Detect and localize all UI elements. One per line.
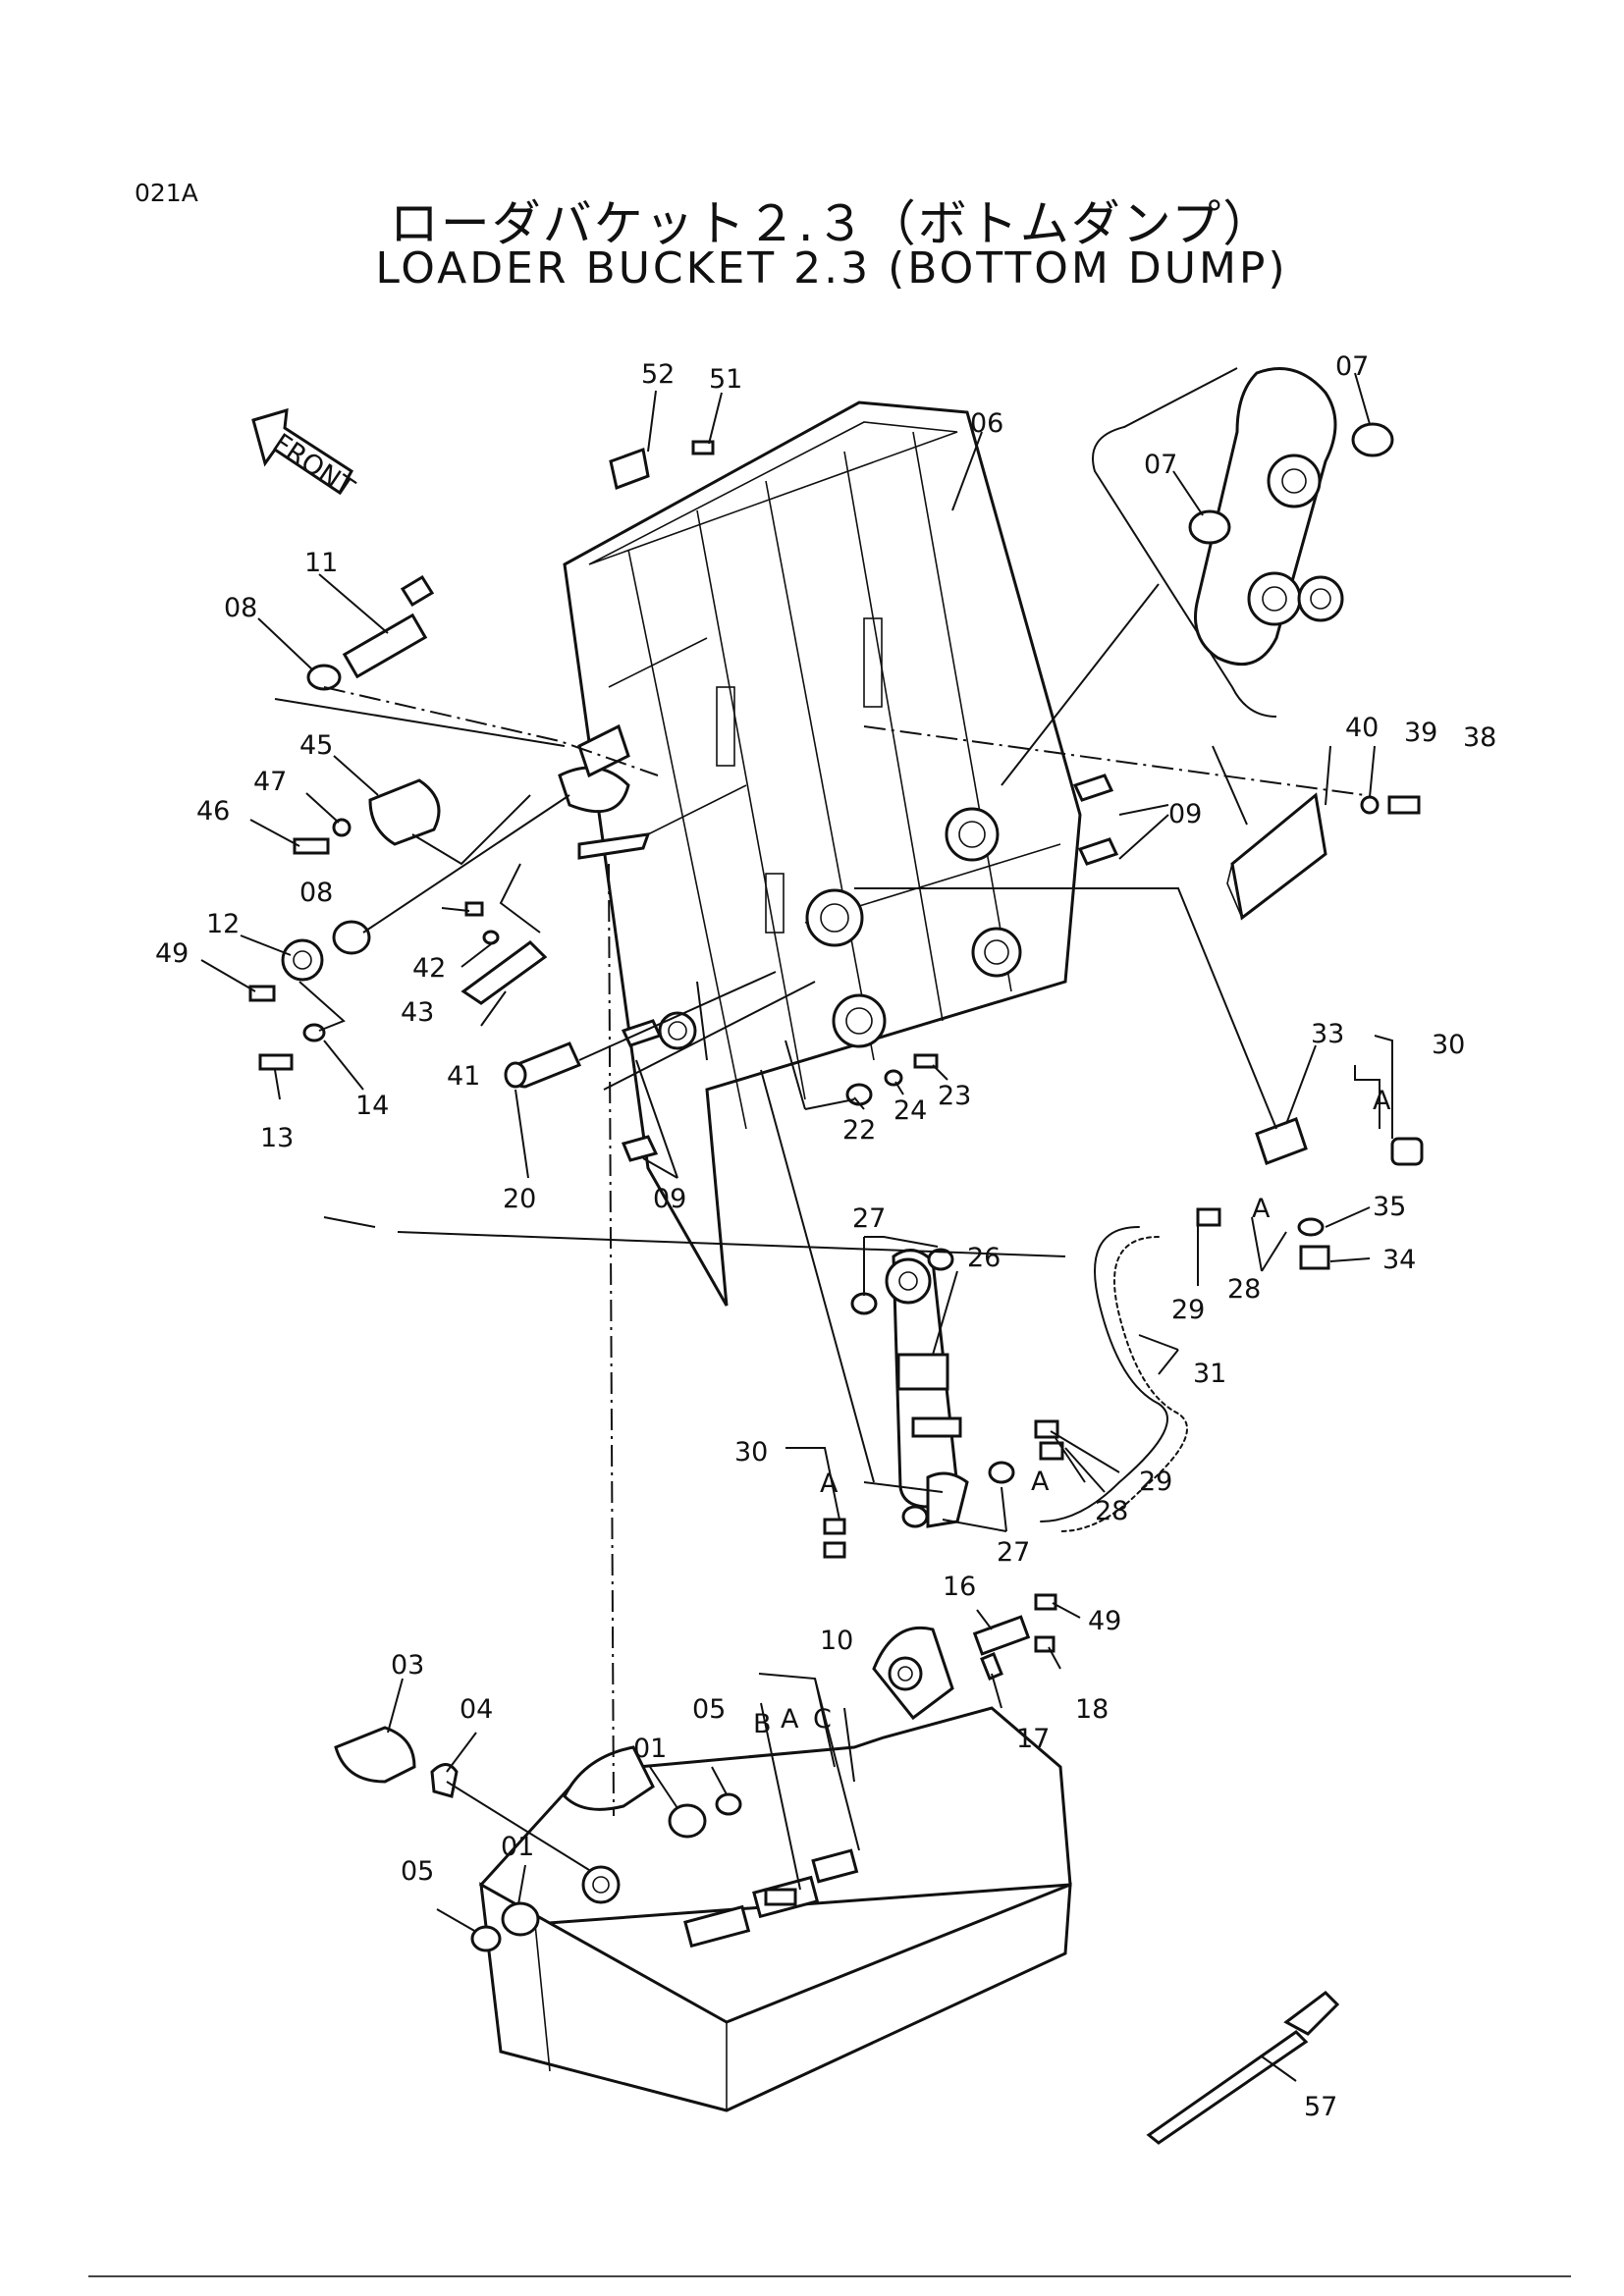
detail-inset [1001,367,1394,786]
callout-07a: 07 [1335,351,1369,382]
callout-27a: 27 [852,1203,886,1234]
callout-49b: 49 [1088,1606,1121,1636]
callout-29b: 29 [1139,1467,1172,1497]
callout-04: 04 [460,1694,493,1725]
callout-17: 17 [1016,1724,1050,1754]
callout-05a: 05 [692,1694,726,1725]
callout-08b: 08 [299,878,333,908]
callout-47: 47 [253,767,287,797]
title-japanese: ローダバケット２.３（ボトムダンプ） [389,195,1274,252]
title-english: LOADER BUCKET 2.3 (BOTTOM DUMP) [375,243,1288,294]
sub-A-2: A [1252,1194,1271,1224]
callout-24: 24 [893,1095,927,1126]
sub-A-4: A [820,1468,839,1499]
callout-57: 57 [1304,2092,1337,2122]
callout-30b: 30 [734,1437,768,1468]
bucket [334,1626,1072,2112]
callout-28b: 28 [1095,1496,1128,1526]
callout-11: 11 [304,548,338,578]
callout-09a: 09 [653,1184,686,1214]
callout-09b: 09 [1168,799,1202,829]
page-code: 021A [135,179,198,207]
callout-43: 43 [401,997,434,1028]
callout-01a: 01 [633,1734,667,1764]
sub-A-5: A [781,1704,799,1735]
callout-labels: 52 51 06 07 07 11 08 45 47 46 08 12 49 1… [155,351,1496,2122]
callout-39: 39 [1404,718,1437,748]
callout-26: 26 [967,1243,1001,1273]
callout-33: 33 [1311,1019,1344,1049]
callout-01b: 01 [501,1832,534,1862]
sub-B: B [753,1709,772,1739]
bottom-rule [88,2275,1571,2277]
callout-41: 41 [447,1061,480,1092]
callout-35: 35 [1373,1192,1406,1222]
callout-03: 03 [391,1650,424,1681]
callout-07b: 07 [1144,450,1177,480]
callout-28a: 28 [1227,1274,1261,1305]
sub-A-1: A [1373,1086,1391,1116]
callout-51: 51 [709,364,742,395]
callout-42: 42 [412,953,446,984]
callout-13: 13 [260,1123,294,1153]
sub-C: C [813,1704,832,1735]
callout-05b: 05 [401,1856,434,1887]
callout-18: 18 [1075,1694,1109,1725]
callout-40: 40 [1345,713,1379,743]
callout-49a: 49 [155,938,189,969]
leader-lines [200,372,1393,2082]
sub-A-3: A [1031,1467,1050,1497]
callout-12: 12 [206,909,240,939]
callout-52: 52 [641,359,675,390]
front-arrow-icon: FRONT [251,407,359,505]
callout-22: 22 [842,1115,876,1146]
callout-27b: 27 [997,1537,1030,1568]
callout-23: 23 [938,1081,971,1111]
callout-30a: 30 [1432,1030,1465,1060]
callout-46: 46 [196,796,230,827]
callout-34: 34 [1382,1245,1416,1275]
callout-14: 14 [355,1091,389,1121]
callout-16: 16 [943,1572,976,1602]
callout-29a: 29 [1171,1295,1205,1325]
callout-06: 06 [970,408,1003,439]
callout-08a: 08 [224,593,257,623]
arm-frame [558,400,1082,1307]
callout-38: 38 [1463,722,1496,753]
callout-10: 10 [820,1626,853,1656]
callout-20: 20 [503,1184,536,1214]
callout-31: 31 [1193,1359,1226,1389]
callout-45: 45 [299,730,333,761]
